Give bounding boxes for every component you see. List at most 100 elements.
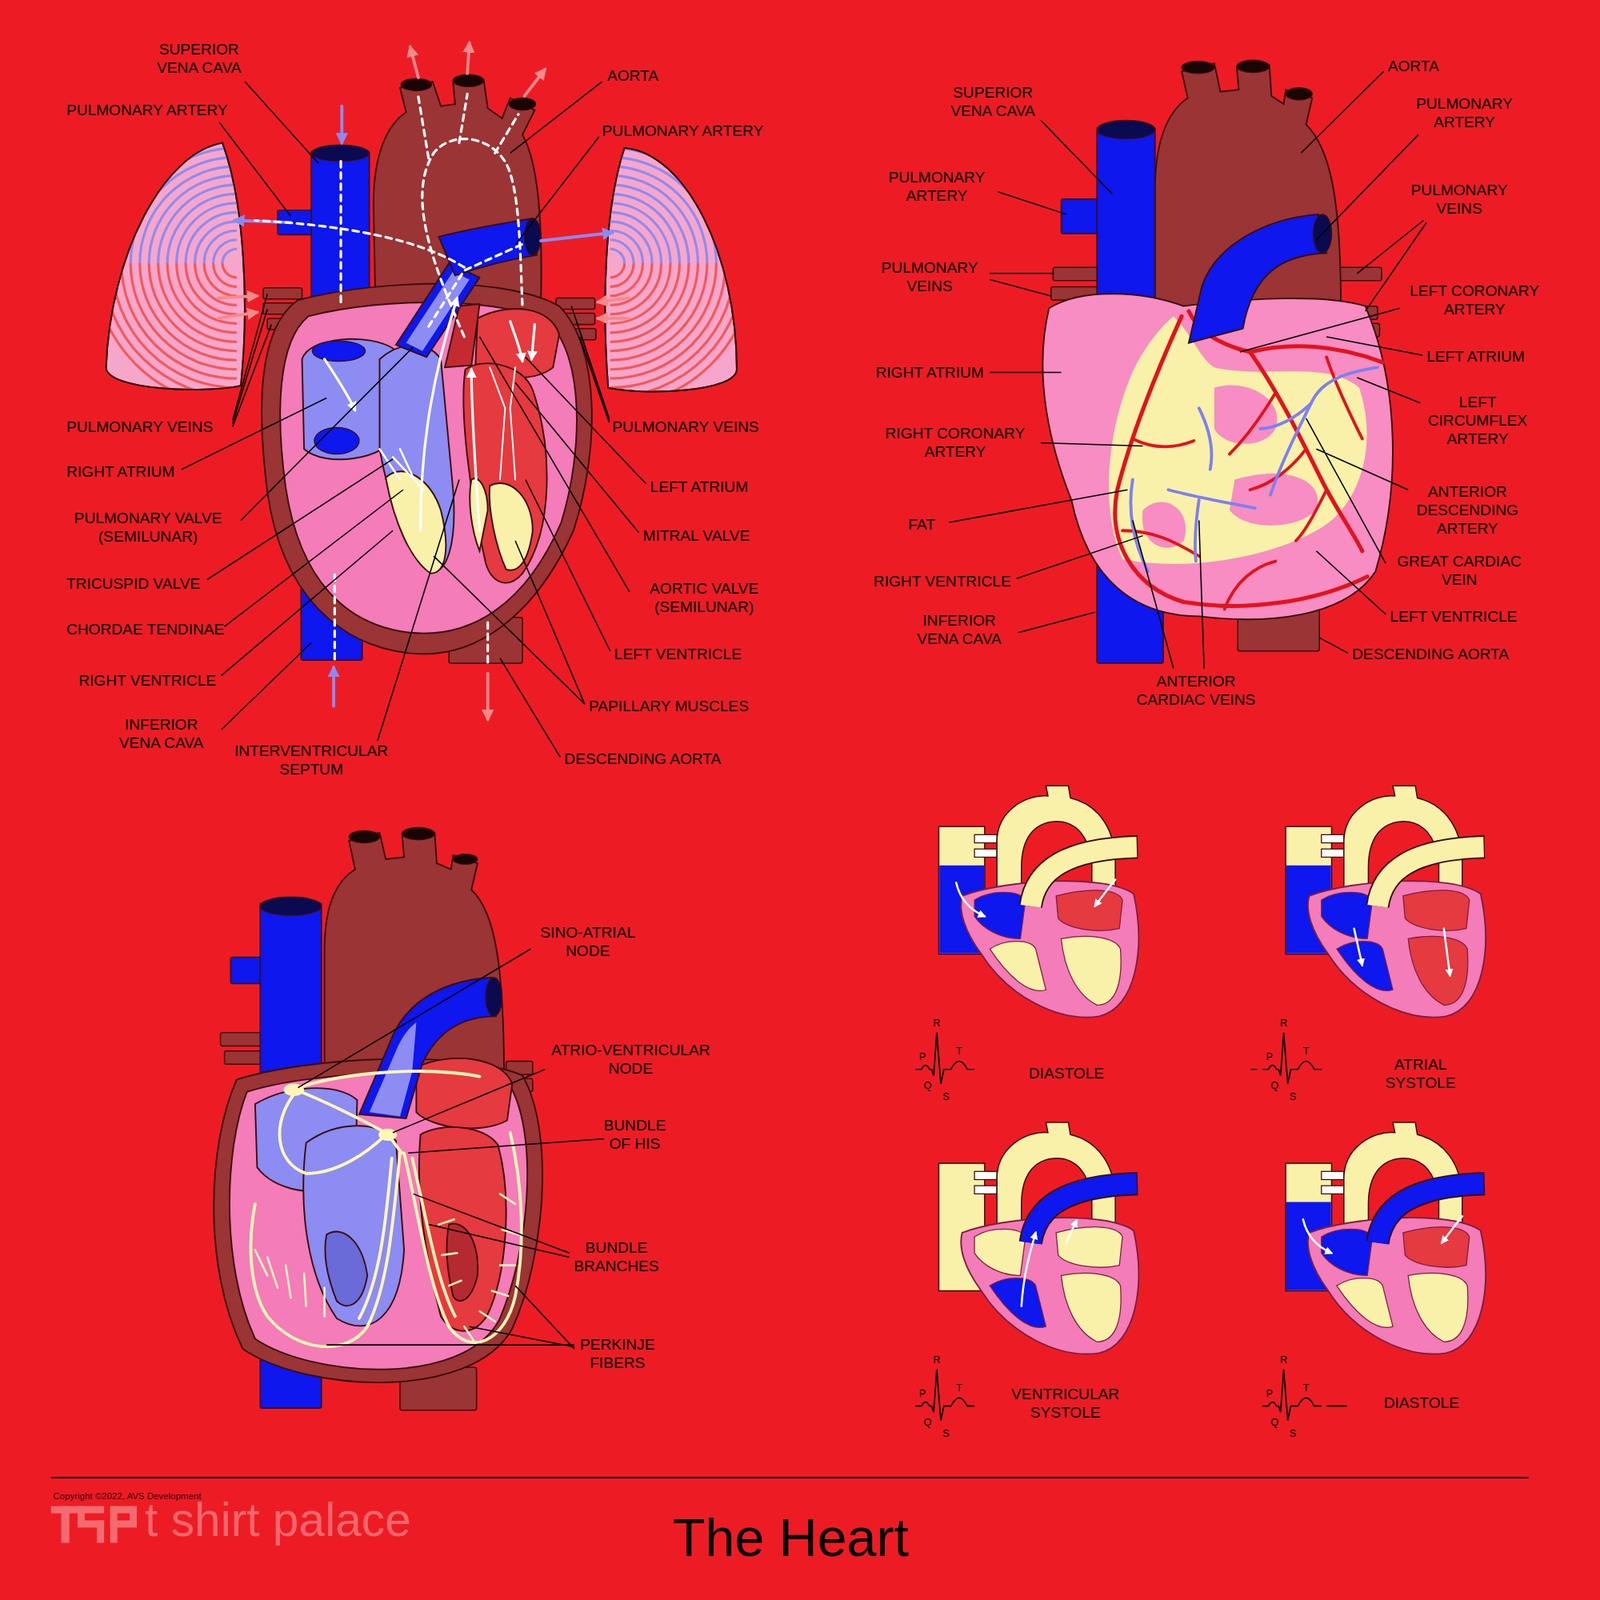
lung-vessel <box>176 263 237 324</box>
leader-line <box>525 479 611 651</box>
left-atrium <box>416 1058 512 1129</box>
coronary-artery <box>1250 346 1384 363</box>
papillary-muscle <box>385 471 446 574</box>
cardiac-vein <box>1270 367 1378 495</box>
cardiac-vein <box>1130 479 1148 572</box>
coronary-branch <box>1229 392 1276 455</box>
ecg-wave-letter: R <box>932 1354 940 1367</box>
lung-vessel <box>103 263 237 397</box>
flow-arrow <box>459 93 468 143</box>
vessel-opening <box>508 97 536 110</box>
pulmonary-vessel <box>1321 1185 1344 1194</box>
papillary-muscle <box>489 483 533 571</box>
ecg-wave-letter: T <box>1303 1381 1310 1394</box>
part-label: DESCENDING AORTA <box>564 750 721 769</box>
flow-arrow <box>418 96 429 159</box>
heart <box>1042 293 1393 620</box>
part-label: CHORDAE TENDINAE <box>66 620 224 640</box>
ecg-wave-letter: Q <box>923 1079 932 1092</box>
conduction-path <box>279 1092 386 1174</box>
lung-vessel <box>610 129 744 264</box>
part-label: LEFT ATRIUM <box>1426 347 1525 366</box>
leader-line <box>1316 448 1408 490</box>
lung-vessel <box>176 203 237 264</box>
ecg-wave-letter: T <box>956 1381 963 1394</box>
cardiac-vein <box>1260 403 1312 429</box>
pulmonary-vein <box>263 288 302 300</box>
part-label: SUPERIOR VENA CAVA <box>936 84 1049 121</box>
ecg-wave-letter: Q <box>923 1416 932 1428</box>
vessel-opening <box>1285 88 1312 100</box>
perkinje-fiber <box>500 1193 516 1204</box>
part-label: LEFT CIRCUMFLEX ARTERY <box>1413 392 1541 448</box>
part-label: INFERIOR VENA CAVA <box>104 715 217 752</box>
heart-wall <box>960 880 1139 1017</box>
left-ventricle <box>1408 1272 1468 1342</box>
logo-stroke <box>96 1520 104 1544</box>
flow-arrow <box>1021 1232 1036 1307</box>
left-atrium <box>1056 1227 1123 1268</box>
part-label: ATRIO-VENTRICULAR NODE <box>533 1040 728 1078</box>
lung-vessel <box>112 263 237 388</box>
logo-stroke <box>110 1520 137 1528</box>
leader-line <box>510 81 603 153</box>
leader-line <box>997 192 1066 215</box>
leader-line <box>1132 520 1174 669</box>
lung-vessel <box>610 263 689 342</box>
chordae <box>392 456 424 490</box>
leader-line <box>515 136 600 245</box>
ecg-wave-letter: S <box>942 1091 950 1104</box>
leader-line <box>1356 220 1424 274</box>
perkinje-fiber <box>448 1280 461 1286</box>
part-label: PULMONARY VALVE (SEMILUNAR) <box>58 508 237 546</box>
flow-arrow <box>218 312 257 319</box>
part-label: ANTERIOR DESCENDING ARTERY <box>1403 482 1531 538</box>
lung-outline <box>106 143 245 390</box>
chordae <box>379 448 400 480</box>
leader-line <box>515 1285 575 1349</box>
part-label: SINO-ATRIAL NODE <box>532 923 644 960</box>
flow-arrow <box>471 369 480 532</box>
leader-line <box>224 489 404 627</box>
leader-line <box>1316 551 1386 615</box>
coronary-branch <box>1326 356 1363 439</box>
part-label: TRICUSPID VALVE <box>66 574 200 593</box>
logo-stroke <box>61 1506 70 1544</box>
part-label: MITRAL VALVE <box>643 526 751 545</box>
conduction-path <box>412 1158 456 1317</box>
leader-line <box>989 272 1054 275</box>
leader-line <box>1316 134 1419 240</box>
flow-arrow <box>420 297 458 531</box>
leader-line <box>576 321 610 421</box>
leader-line <box>232 324 272 428</box>
vessel-opening <box>402 827 436 840</box>
part-label: LEFT CORONARY ARTERY <box>1397 281 1551 319</box>
part-label: GREAT CARDIAC VEIN <box>1382 552 1536 589</box>
pulmonary-artery-outline <box>1377 847 1485 907</box>
left-ventricle <box>1061 936 1122 1006</box>
right-atrium <box>1321 892 1373 939</box>
vessel-opening <box>400 78 432 91</box>
lung-vessel <box>610 263 625 278</box>
vessel-opening <box>1096 120 1156 140</box>
leader-line <box>377 479 460 741</box>
flow-arrow <box>524 69 546 96</box>
pulmonary-vein <box>1338 267 1382 281</box>
ecg-wave-letter: Q <box>1270 1416 1279 1428</box>
conduction-path <box>296 1089 386 1133</box>
flow-arrow <box>422 139 523 337</box>
flow-arrow <box>1441 1216 1463 1243</box>
pulmonary-vein <box>556 297 595 309</box>
pulmonary-vessel <box>974 1171 997 1180</box>
leader-line <box>948 489 1128 523</box>
lung-vessel <box>610 230 644 264</box>
flow-arrow <box>218 296 257 299</box>
perkinje-fiber <box>304 1273 307 1307</box>
flow-arrow <box>1303 1219 1332 1253</box>
part-label: INTERVENTRICULAR SEPTUM <box>208 741 413 779</box>
lung-vessel <box>610 203 671 264</box>
ecg-wave-letter: T <box>956 1044 963 1057</box>
left-ventricle <box>419 1127 507 1332</box>
flow-arrow <box>486 622 489 664</box>
lung-vessel <box>610 120 754 264</box>
